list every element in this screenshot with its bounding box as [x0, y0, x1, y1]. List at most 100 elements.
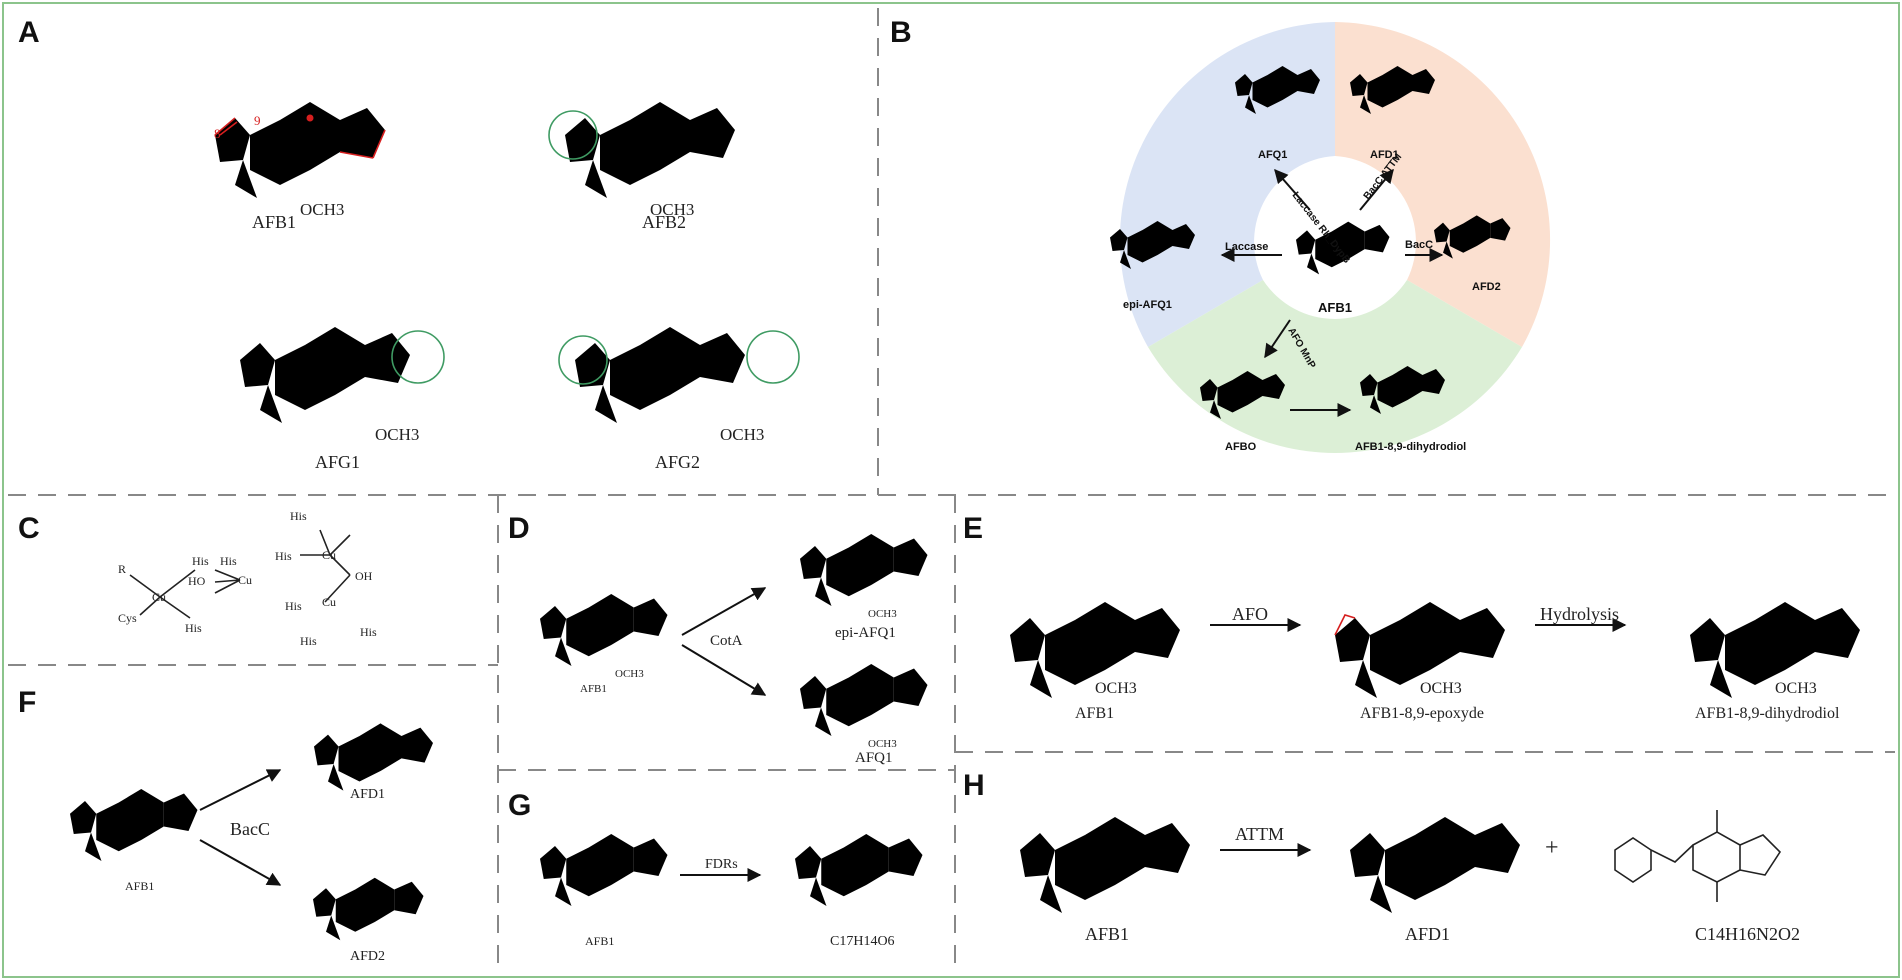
step2-e: Hydrolysis — [1540, 604, 1619, 624]
molecule-h-afd1 — [1350, 797, 1520, 913]
panel-label-a: A — [18, 16, 40, 49]
label-f-afd2: AFD2 — [350, 949, 385, 964]
enzyme-g: FDRs — [705, 857, 738, 872]
molecule-f-afb1 — [70, 774, 198, 861]
enzyme-h: ATTM — [1235, 824, 1284, 844]
molecule-afg2 — [558, 307, 800, 423]
panel-e: E OCH3 AFB1 AFO OCH3 AFB1-8,9-epoxyde Hy… — [963, 512, 1860, 722]
svg-text:Cu: Cu — [322, 595, 336, 609]
molecule-d-afb1 — [540, 579, 668, 666]
plus-sign: + — [1545, 835, 1559, 861]
label-h-cyclodipeptide: C14H16N2O2 — [1695, 924, 1800, 944]
label-afg1: AFG1 — [315, 452, 360, 472]
enzyme-b-epiafq1: Laccase — [1225, 241, 1268, 253]
panel-h: H AFB1 ATTM AFD1 + C14H16N2O2 — [963, 769, 1800, 944]
label-d-afb1: AFB1 — [580, 683, 607, 695]
molecule-h-afb1 — [1020, 797, 1190, 913]
label-b-dihydrodiol: AFB1-8,9-dihydrodiol — [1355, 441, 1466, 453]
panel-dividers — [8, 8, 1895, 972]
substituent-e-afb1: OCH3 — [1095, 680, 1137, 697]
panel-f: F AFB1 BacC AFD1 AFD2 — [18, 686, 433, 964]
label-b-afd2: AFD2 — [1472, 281, 1501, 293]
svg-text:R: R — [118, 562, 126, 576]
molecule-g-product — [795, 819, 923, 906]
molecule-h-cyclodipeptide — [1614, 810, 1782, 902]
label-e-afb1: AFB1 — [1075, 705, 1114, 722]
label-e-epoxyde: AFB1-8,9-epoxyde — [1360, 705, 1484, 722]
svg-text:HO: HO — [188, 574, 206, 588]
svg-text:His: His — [285, 599, 302, 613]
molecule-f-afd1 — [314, 709, 433, 791]
label-f-afb1: AFB1 — [125, 879, 154, 893]
svg-text:Cu: Cu — [152, 590, 166, 604]
label-d-epiafq1: epi-AFQ1 — [835, 625, 896, 641]
molecule-afb1 — [214, 82, 386, 198]
molecule-d-epiafq1 — [800, 519, 928, 606]
label-b-afbo: AFBO — [1225, 441, 1257, 453]
panel-label-g: G — [508, 789, 531, 822]
segment-laccase — [1119, 22, 1335, 347]
svg-text:His: His — [185, 621, 202, 635]
panel-g: G AFB1 FDRs C17H14O6 — [508, 789, 923, 949]
label-b-epiafq1: epi-AFQ1 — [1123, 299, 1172, 311]
svg-text:His: His — [290, 509, 307, 523]
svg-text:His: His — [192, 554, 209, 568]
segment-afo — [1148, 280, 1522, 453]
label-g-product: C17H14O6 — [830, 934, 895, 949]
svg-text:Cu: Cu — [238, 573, 252, 587]
molecule-d-afq1 — [800, 649, 928, 736]
panel-d: D OCH3 AFB1 CotA OCH3 epi-AFQ1 OCH3 AFQ1 — [508, 512, 928, 766]
label-afb2: AFB2 — [642, 212, 686, 232]
label-f-afd1: AFD1 — [350, 787, 385, 802]
svg-text:OH: OH — [355, 569, 373, 583]
svg-text:His: His — [360, 625, 377, 639]
label-b-afq1: AFQ1 — [1258, 149, 1287, 161]
label-afg2: AFG2 — [655, 452, 700, 472]
label-h-afb1: AFB1 — [1085, 924, 1129, 944]
molecule-afb2 — [548, 82, 735, 198]
panel-label-h: H — [963, 769, 985, 802]
label-e-dihydrodiol: AFB1-8,9-dihydrodiol — [1695, 705, 1840, 722]
substituent-d-afq1: OCH3 — [868, 738, 897, 750]
molecule-afg1 — [240, 307, 445, 423]
svg-text:Cu: Cu — [322, 548, 336, 562]
substituent-e-dihydrodiol: OCH3 — [1775, 680, 1817, 697]
enzyme-e: AFO — [1232, 604, 1268, 624]
label-h-afd1: AFD1 — [1405, 924, 1450, 944]
atom-label-9: 9 — [254, 113, 261, 128]
svg-text:Cys: Cys — [118, 611, 137, 625]
label-b-afd1: AFD1 — [1370, 149, 1399, 161]
substituent-e-epoxyde: OCH3 — [1420, 680, 1462, 697]
svg-text:His: His — [300, 634, 317, 648]
panel-label-e: E — [963, 512, 983, 545]
substituent-d-afb1: OCH3 — [615, 668, 644, 680]
molecule-g-afb1 — [540, 819, 668, 906]
atom-label-8: 8 — [214, 126, 221, 141]
svg-text:His: His — [220, 554, 237, 568]
label-g-afb1: AFB1 — [585, 934, 614, 948]
substituent-afg1: OCH3 — [375, 425, 419, 444]
copper-centers: R His Cys His Cu HO His Cu His His Cu OH… — [118, 509, 377, 648]
svg-text:His: His — [275, 549, 292, 563]
panel-label-d: D — [508, 512, 530, 545]
label-d-afq1: AFQ1 — [855, 750, 893, 766]
substituent-afb1: OCH3 — [300, 200, 344, 219]
panel-a: A 8 9 OCH3 AFB1 OCH3 AFB2 OCH3 AFG1 — [18, 16, 800, 472]
label-b-afb1: AFB1 — [1318, 300, 1352, 315]
panel-label-b: B — [890, 16, 912, 49]
panel-c: C R His Cys His Cu HO His Cu His His Cu … — [18, 509, 377, 648]
enzyme-f: BacC — [230, 819, 270, 839]
substituent-afb2: OCH3 — [650, 200, 694, 219]
substituent-afg2: OCH3 — [720, 425, 764, 444]
label-afb1: AFB1 — [252, 212, 296, 232]
substituent-d-epiafq1: OCH3 — [868, 608, 897, 620]
enzyme-b-afd2: BacC — [1405, 239, 1433, 251]
enzyme-d: CotA — [710, 633, 743, 649]
molecule-f-afd2 — [313, 864, 424, 941]
panel-label-c: C — [18, 512, 40, 545]
panel-label-f: F — [18, 686, 36, 719]
panel-b: B AFB1 AFQ1 AFD1 AFD2 epi-AFQ1 AFBO AFB1… — [890, 16, 1551, 453]
molecule-e-epoxyde — [1334, 582, 1505, 698]
